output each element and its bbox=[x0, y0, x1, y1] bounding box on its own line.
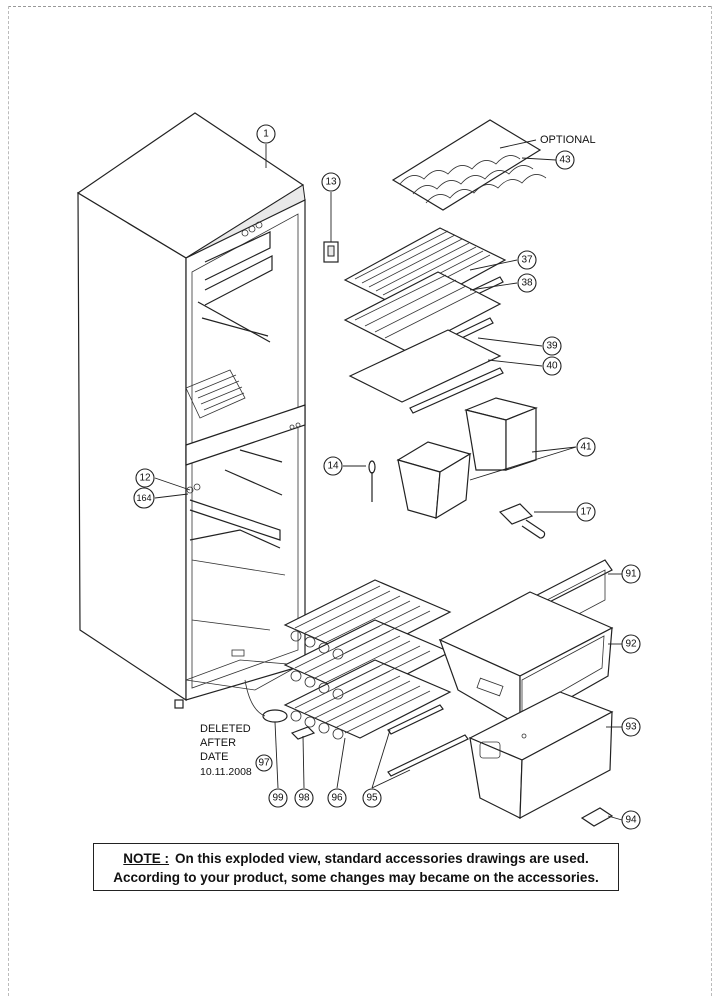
callout-92: 92 bbox=[621, 634, 641, 654]
deleted-note-line-1: DELETED bbox=[200, 723, 251, 735]
svg-text:94: 94 bbox=[625, 815, 637, 826]
door-bins bbox=[396, 397, 538, 520]
svg-text:97: 97 bbox=[258, 758, 270, 769]
svg-text:164: 164 bbox=[136, 493, 151, 503]
deleted-note-date: 10.11.2008 bbox=[200, 766, 252, 778]
svg-text:93: 93 bbox=[625, 722, 637, 733]
callout-164: 164 bbox=[133, 487, 155, 509]
sensor-probe bbox=[368, 460, 376, 502]
svg-text:39: 39 bbox=[546, 341, 558, 352]
svg-text:91: 91 bbox=[625, 569, 637, 580]
glass-shelves bbox=[343, 227, 507, 414]
svg-text:98: 98 bbox=[298, 793, 310, 804]
svg-text:38: 38 bbox=[521, 278, 533, 289]
svg-text:40: 40 bbox=[546, 361, 558, 372]
callout-97: 97 bbox=[255, 754, 273, 772]
refrigerator-cabinet bbox=[76, 112, 306, 709]
svg-text:99: 99 bbox=[272, 793, 284, 804]
callout-93: 93 bbox=[621, 717, 641, 737]
callout-37: 37 bbox=[517, 250, 537, 270]
page-border-top bbox=[8, 6, 711, 7]
svg-text:1: 1 bbox=[263, 129, 269, 140]
svg-text:43: 43 bbox=[559, 155, 571, 166]
callout-41: 41 bbox=[576, 437, 596, 457]
callout-12: 12 bbox=[135, 468, 155, 488]
ice-tray-parts bbox=[244, 679, 316, 740]
optional-label: OPTIONAL bbox=[540, 134, 596, 146]
callout-98: 98 bbox=[294, 788, 314, 808]
svg-text:95: 95 bbox=[366, 793, 378, 804]
callout-13: 13 bbox=[321, 172, 341, 192]
callout-91: 91 bbox=[621, 564, 641, 584]
drawer-rails bbox=[387, 704, 469, 777]
svg-text:12: 12 bbox=[139, 473, 151, 484]
freezer-grilles bbox=[283, 579, 452, 740]
callout-95: 95 bbox=[362, 788, 382, 808]
callout-39: 39 bbox=[542, 336, 562, 356]
callout-94: 94 bbox=[621, 810, 641, 830]
callout-17: 17 bbox=[576, 502, 596, 522]
svg-text:37: 37 bbox=[521, 255, 533, 266]
svg-text:92: 92 bbox=[625, 639, 637, 650]
leader-lines bbox=[154, 139, 623, 821]
callout-99: 99 bbox=[268, 788, 288, 808]
svg-text:13: 13 bbox=[325, 177, 337, 188]
freezer-drawer bbox=[468, 691, 614, 820]
accessories-note-box: NOTE : On this exploded view, standard ac… bbox=[93, 843, 619, 891]
callout-38: 38 bbox=[517, 273, 537, 293]
note-text-2: According to your product, some changes … bbox=[113, 870, 599, 885]
callout-43: 43 bbox=[555, 150, 575, 170]
note-line-1: NOTE : On this exploded view, standard ac… bbox=[94, 849, 618, 868]
note-text-1: On this exploded view, standard accessor… bbox=[175, 851, 589, 866]
note-prefix: NOTE : bbox=[123, 851, 170, 866]
wine-rack bbox=[391, 119, 547, 211]
svg-text:17: 17 bbox=[580, 507, 592, 518]
page-border-right bbox=[711, 6, 712, 996]
deleted-note-line-3: DATE bbox=[200, 751, 229, 763]
svg-text:14: 14 bbox=[327, 461, 339, 472]
callout-40: 40 bbox=[542, 356, 562, 376]
svg-text:96: 96 bbox=[331, 793, 343, 804]
callout-1: 1 bbox=[256, 124, 276, 144]
page-border-left bbox=[8, 6, 9, 996]
callout-14: 14 bbox=[323, 456, 343, 476]
svg-text:41: 41 bbox=[580, 442, 592, 453]
ice-scraper bbox=[498, 503, 546, 539]
deleted-note-line-2: AFTER bbox=[200, 737, 236, 749]
callout-96: 96 bbox=[327, 788, 347, 808]
lamp-holder-part bbox=[323, 241, 339, 263]
drawer-clip bbox=[580, 807, 614, 827]
